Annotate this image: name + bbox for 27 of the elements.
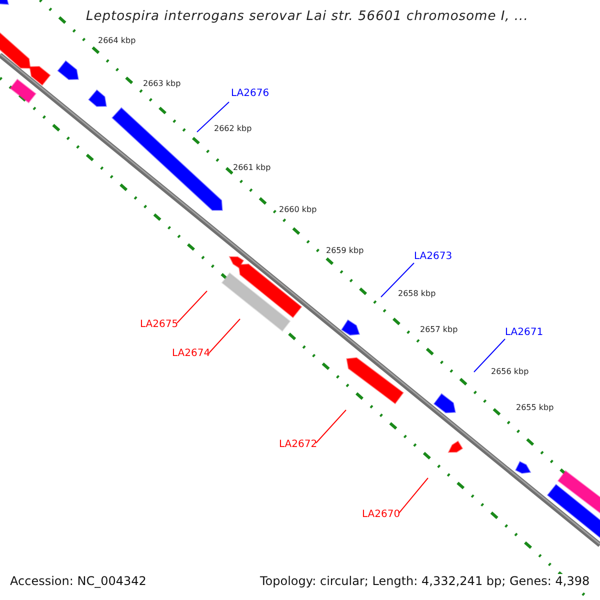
gene-label: LA2672 — [279, 439, 318, 451]
accession-text: Accession: NC_004342 — [10, 574, 146, 588]
scale-tick-label: 2659 kbp — [326, 246, 364, 256]
leader-line — [176, 290, 208, 324]
leader-line — [398, 478, 428, 514]
gene-label: LA2670 — [362, 509, 400, 521]
gene-label: LA2673 — [414, 251, 452, 263]
scale-tick-label: 2657 kbp — [420, 325, 458, 335]
gene-label: LA2675 — [140, 319, 178, 331]
scale-tick-label: 2661 kbp — [233, 163, 271, 173]
leader-line — [196, 102, 230, 132]
leader-line — [380, 262, 414, 298]
leader-line — [208, 318, 240, 354]
leader-line — [474, 338, 506, 372]
scale-tick-label: 2662 kbp — [214, 124, 252, 134]
scale-tick-label: 2658 kbp — [398, 289, 436, 299]
scale-tick-label: 2664 kbp — [98, 36, 136, 46]
leader-line — [316, 410, 346, 444]
gene-label: LA2674 — [172, 348, 210, 360]
genome-info-text: Topology: circular; Length: 4,332,241 bp; Genes: 4,398 — [260, 574, 590, 588]
scale-tick-label: 2663 kbp — [143, 79, 181, 89]
title: Leptospira interrogans serovar Lai str. 56601 chromosome I, ... — [86, 9, 528, 25]
scale-tick-label: 2656 kbp — [491, 367, 529, 377]
gene-label: LA2671 — [505, 327, 544, 339]
gene-label: LA2676 — [231, 88, 270, 100]
scale-tick-label: 2660 kbp — [279, 205, 317, 215]
scale-tick-label: 2655 kbp — [516, 403, 554, 413]
